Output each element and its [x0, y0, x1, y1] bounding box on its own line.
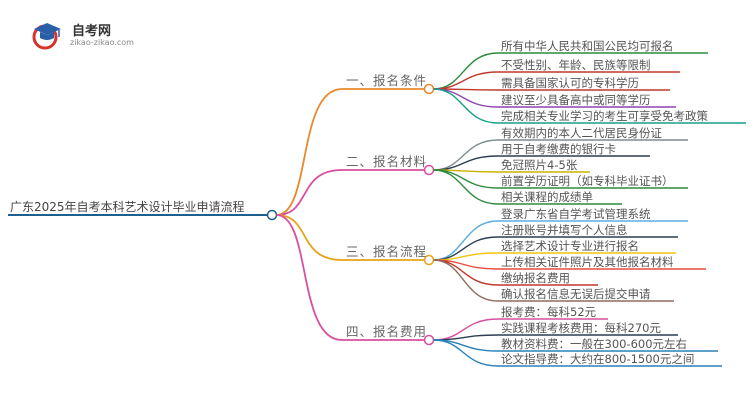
leaf-connector [433, 339, 499, 367]
branch-label: 四、报名费用 [346, 324, 428, 339]
leaf-label: 登录广东省自学考试管理系统 [501, 207, 651, 221]
leaf-connector [433, 220, 499, 261]
branch-label: 二、报名材料 [346, 154, 428, 169]
branch-connector [276, 214, 343, 341]
branch-connector [276, 214, 343, 261]
leaf-label: 用于自考缴费的银行卡 [501, 142, 616, 156]
leaf-connector [433, 155, 499, 171]
leaf-label: 不受性别、年龄、民族等限制 [501, 58, 651, 72]
leaf-label: 建议至少具备高中或同等学历 [501, 93, 651, 107]
leaf-label: 缴纳报名费用 [501, 271, 570, 285]
logo-subtitle: zikao-zikao.com [70, 38, 134, 47]
leaf-label: 确认报名信息无误后提交申请 [501, 287, 651, 301]
site-logo[interactable]: 自考网 zikao-zikao.com [30, 20, 150, 52]
leaf-label: 所有中华人民共和国公民均可报名 [501, 39, 674, 53]
leaf-label: 完成相关专业学习的考生可享受免考政策 [501, 109, 708, 123]
leaf-connector [433, 252, 499, 261]
leaf-connector [433, 88, 499, 124]
leaf-connector [433, 88, 499, 108]
leaf-label: 报考费：每科52元 [501, 305, 597, 319]
leaf-label: 注册账号并填写个人信息 [501, 223, 628, 237]
leaf-label: 论文指导费：大约在800-1500元之间 [501, 352, 695, 366]
graduation-cap-icon [32, 23, 61, 50]
leaf-label: 免冠照片4-5张 [501, 158, 578, 172]
leaf-connector [433, 334, 499, 341]
leaf-connector [433, 259, 499, 286]
leaf-connector [433, 71, 499, 90]
leaf-connector [433, 52, 499, 90]
root-node[interactable] [266, 209, 278, 221]
leaf-label: 相关课程的成绩单 [501, 190, 593, 204]
leaf-label: 选择艺术设计专业进行报名 [501, 239, 639, 253]
branch-connector [276, 88, 343, 216]
leaf-label: 有效期内的本人二代居民身份证 [501, 126, 662, 140]
leaf-connector [433, 139, 499, 171]
leaf-connector [433, 169, 499, 205]
leaf-label: 前置学历证明（如专科毕业证书） [501, 174, 674, 188]
leaf-label: 实践课程考核费用：每科270元 [501, 321, 661, 335]
leaf-label: 教材资料费：一般在300-600元左右 [501, 337, 688, 351]
leaf-connector [433, 259, 499, 302]
leaf-connector [433, 169, 499, 189]
branch-label: 一、报名条件 [346, 73, 428, 88]
branch-label: 三、报名流程 [346, 244, 428, 259]
leaf-label: 需具备国家认可的专科学历 [501, 76, 639, 90]
root-topic: 广东2025年自考本科艺术设计毕业申请流程 [10, 200, 245, 214]
leaf-label: 上传相关证件照片及其他报名材料 [501, 255, 674, 269]
branch-connector [276, 169, 343, 216]
logo-title: 自考网 [72, 24, 112, 39]
